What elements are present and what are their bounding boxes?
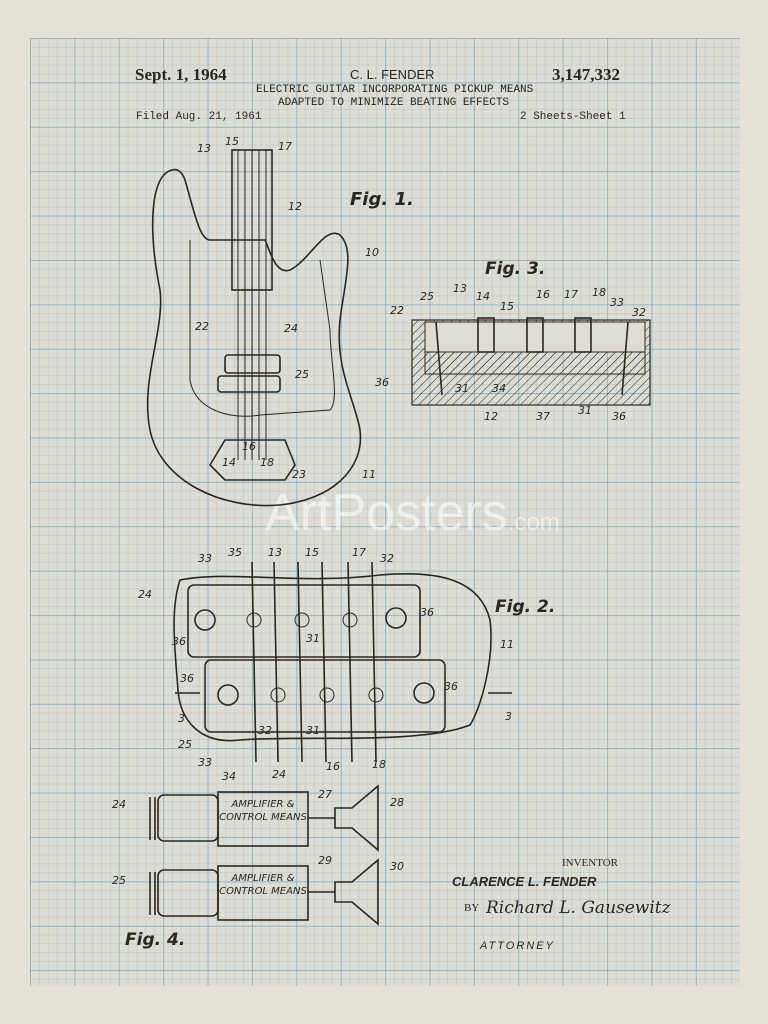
fig2-ref: 16	[326, 760, 340, 773]
by-label: BY	[464, 902, 480, 914]
fig2-ref: 31	[306, 724, 320, 737]
fig3-ref: 17	[564, 288, 578, 301]
fig4-ref: 29	[318, 854, 332, 867]
fig2-ref: 13	[268, 546, 282, 559]
filed-date: Filed Aug. 21, 1961	[136, 111, 262, 123]
fig1-ref: 11	[362, 468, 376, 481]
fig3-ref: 22	[390, 304, 404, 317]
title-line-2: ADAPTED TO MINIMIZE BEATING EFFECTS	[278, 97, 510, 109]
inventor-name: CLARENCE L. FENDER	[452, 874, 597, 889]
fig2-ref: 33	[198, 552, 212, 565]
patent-number: 3,147,332	[552, 65, 620, 84]
fig1-ref: 12	[288, 200, 302, 213]
fig3-ref: 14	[476, 290, 490, 303]
fig2-ref: 17	[352, 546, 366, 559]
fig2-ref: 25	[178, 738, 192, 751]
fig2-ref: 34	[222, 770, 236, 783]
fig2-ref: 24	[272, 768, 286, 781]
fig3-ref: 32	[632, 306, 646, 319]
amplifier-1-label: AMPLIFIER & CONTROL MEANS	[219, 799, 307, 823]
fig1-ref: 14	[222, 456, 236, 469]
title-line-1: ELECTRIC GUITAR INCORPORATING PICKUP MEA…	[256, 84, 534, 96]
fig1-ref: 18	[260, 456, 274, 469]
fig2-ref: 33	[198, 756, 212, 769]
patent-sheet	[30, 38, 740, 986]
fig2-ref: 24	[138, 588, 152, 601]
fig1-ref: 16	[242, 440, 256, 453]
fig3-ref: 25	[420, 290, 434, 303]
inventor-name-header: C. L. FENDER	[350, 67, 435, 82]
fig1-ref: 22	[195, 320, 209, 333]
fig2-ref: 32	[380, 552, 394, 565]
fig3-ref: 37	[536, 410, 550, 423]
fig3-ref: 18	[592, 286, 606, 299]
fig3-ref: 12	[484, 410, 498, 423]
fig2-ref: 36	[172, 635, 186, 648]
fig1-ref: 10	[365, 246, 379, 259]
fig3-label: Fig. 3.	[485, 259, 545, 279]
fig3-ref: 13	[453, 282, 467, 295]
attorney-signature: Richard L. Gausewitz	[486, 898, 671, 918]
fig3-ref: 16	[536, 288, 550, 301]
fig1-ref: 23	[292, 468, 306, 481]
fig3-ref: 31	[578, 404, 592, 417]
fig1-ref: 13	[197, 142, 211, 155]
fig1-ref: 24	[284, 322, 298, 335]
fig3-ref: 36	[612, 410, 626, 423]
fig2-ref: 36	[444, 680, 458, 693]
fig2-ref: 18	[372, 758, 386, 771]
fig2-ref: 32	[258, 724, 272, 737]
fig3-ref: 15	[500, 300, 514, 313]
fig4-ref: 30	[390, 860, 404, 873]
fig3-cross-section: Fig. 3. 25 13 14 15 16 17 18 33 32 22 36…	[375, 259, 651, 423]
fig4-schematic: AMPLIFIER & CONTROL MEANS AMPLIFIER & CO…	[112, 784, 404, 950]
fig2-label: Fig. 2.	[495, 597, 555, 617]
fig3-ref: 33	[610, 296, 624, 309]
fig2-ref: 31	[306, 632, 320, 645]
fig2-ref: 36	[180, 672, 194, 685]
amplifier-2-label: AMPLIFIER & CONTROL MEANS	[219, 873, 307, 897]
fig1-label: Fig. 1.	[350, 189, 414, 210]
fig2-ref: 3	[505, 710, 512, 723]
fig4-ref: 25	[112, 874, 126, 887]
fig4-label: Fig. 4.	[125, 930, 185, 950]
fig4-ref: 24	[112, 798, 126, 811]
fig2-ref: 11	[500, 638, 514, 651]
patent-date: Sept. 1, 1964	[135, 65, 227, 84]
fig4-ref: 28	[390, 796, 404, 809]
attorney-label: ATTORNEY	[480, 940, 555, 952]
fig2-ref: 3	[178, 712, 185, 725]
fig1-ref: 25	[295, 368, 309, 381]
fig3-ref: 34	[492, 382, 506, 395]
fig2-ref: 15	[305, 546, 319, 559]
sheet-count: 2 Sheets-Sheet 1	[520, 111, 626, 123]
fig2-ref: 35	[228, 546, 242, 559]
fig1-ref: 15	[225, 135, 239, 148]
fig3-ref: 36	[375, 376, 389, 389]
fig3-ref: 31	[455, 382, 469, 395]
watermark: ArtPosters.com	[265, 484, 560, 542]
inventor-label: INVENTOR	[562, 857, 619, 869]
fig2-ref: 36	[420, 606, 434, 619]
fig1-ref: 17	[278, 140, 292, 153]
fig4-ref: 27	[318, 788, 332, 801]
fig1-guitar: 13 15 17 12 10 22 24 25 16 14 18 23 11 F…	[146, 135, 414, 507]
fig2-pickups: Fig. 2. 33 35 13 15 17 32 24 36 36 31 11…	[138, 546, 555, 783]
